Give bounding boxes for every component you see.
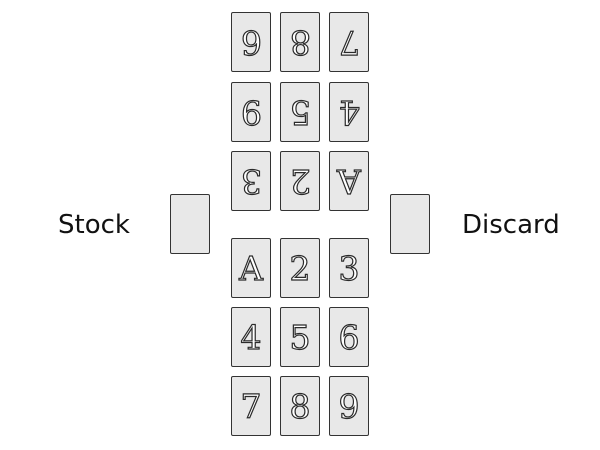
stock-label: Stock	[58, 210, 130, 240]
card-rank: 7	[338, 22, 360, 62]
card-rank: 9	[240, 92, 262, 132]
card-rank: 8	[289, 22, 311, 62]
card-top-r3-c3[interactable]: A	[329, 151, 369, 211]
card-top-r3-c2[interactable]: 2	[280, 151, 320, 211]
card-bottom-r2-c1[interactable]: 4	[231, 307, 271, 367]
card-top-r1-c1[interactable]: 6	[231, 12, 271, 72]
card-rank: 8	[289, 386, 311, 426]
card-top-r1-c3[interactable]: 7	[329, 12, 369, 72]
card-bottom-r2-c3[interactable]: 6	[329, 307, 369, 367]
card-rank: A	[336, 161, 361, 201]
card-rank: 9	[338, 386, 360, 426]
card-rank: A	[238, 248, 263, 288]
card-rank: 3	[338, 248, 360, 288]
card-top-r3-c1[interactable]: 3	[231, 151, 271, 211]
card-rank: 2	[289, 161, 311, 201]
card-rank: 7	[240, 386, 262, 426]
card-rank: 5	[289, 317, 311, 357]
card-top-r2-c1[interactable]: 9	[231, 82, 271, 142]
card-bottom-r3-c2[interactable]: 8	[280, 376, 320, 436]
discard-label: Discard	[462, 210, 560, 240]
card-top-r2-c2[interactable]: 5	[280, 82, 320, 142]
card-rank: 3	[240, 161, 262, 201]
card-bottom-r3-c1[interactable]: 7	[231, 376, 271, 436]
card-bottom-r1-c2[interactable]: 2	[280, 238, 320, 298]
discard-pile[interactable]	[390, 194, 430, 254]
card-rank: 4	[338, 92, 360, 132]
card-rank: 5	[289, 92, 311, 132]
card-rank: 6	[338, 317, 360, 357]
card-bottom-r2-c2[interactable]: 5	[280, 307, 320, 367]
card-rank: 6	[240, 22, 262, 62]
card-rank: 2	[289, 248, 311, 288]
card-bottom-r1-c1[interactable]: A	[231, 238, 271, 298]
card-bottom-r1-c3[interactable]: 3	[329, 238, 369, 298]
card-rank: 4	[240, 317, 262, 357]
card-top-r2-c3[interactable]: 4	[329, 82, 369, 142]
card-top-r1-c2[interactable]: 8	[280, 12, 320, 72]
card-bottom-r3-c3[interactable]: 9	[329, 376, 369, 436]
stock-pile[interactable]	[170, 194, 210, 254]
